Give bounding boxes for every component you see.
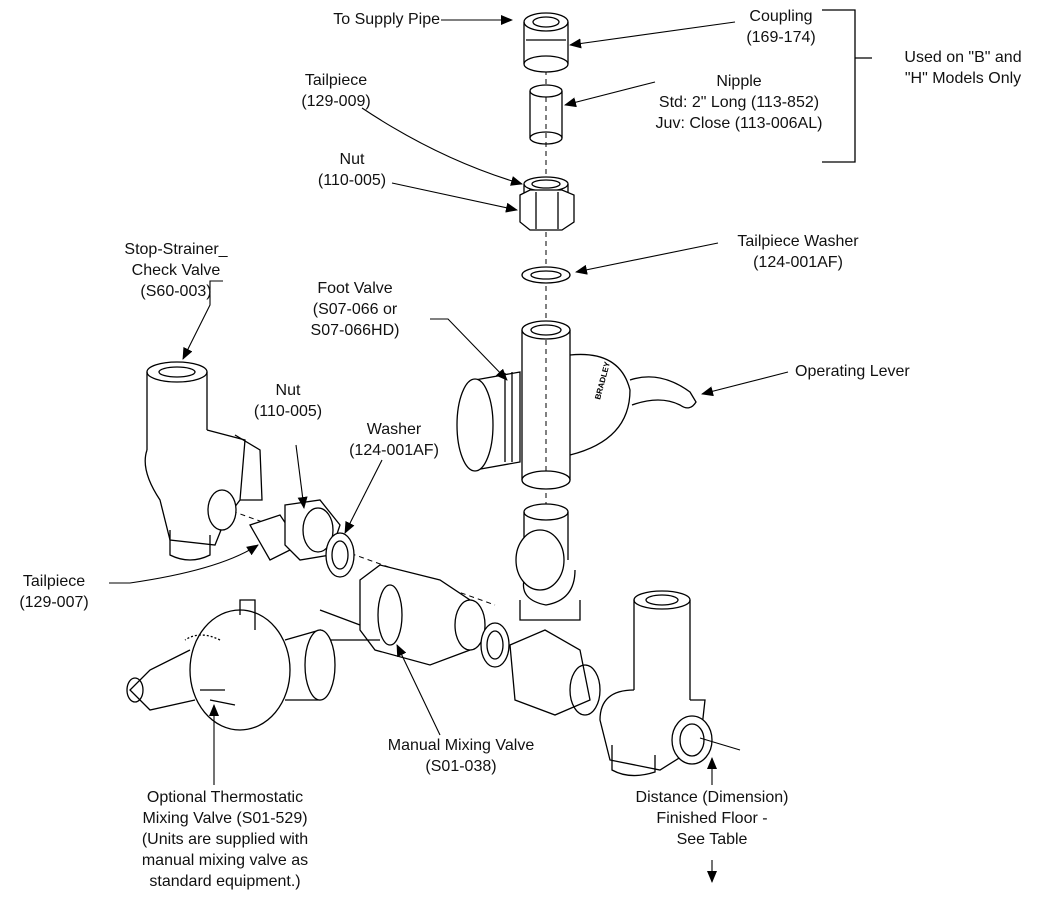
label-line: Stop-Strainer_ <box>124 241 228 258</box>
leader-coupling <box>569 21 736 49</box>
label-foot-valve: Foot Valve (S07-066 or S07-066HD) <box>311 278 400 341</box>
manual-mixing-valve-part <box>319 564 486 666</box>
label-line: Mixing Valve (S01-529) <box>142 810 308 827</box>
label-line: Finished Floor - <box>656 810 768 827</box>
label-used-on-models: Used on "B" and "H" Models Only <box>904 47 1021 89</box>
label-line: (S01-038) <box>425 758 497 775</box>
label-tailpiece-top: Tailpiece (129-009) <box>301 70 370 112</box>
label-line: Juv: Close (113-006AL) <box>655 115 823 132</box>
label-line: (Units are supplied with <box>141 831 309 848</box>
label-line: (110-005) <box>253 403 323 420</box>
tailpiece-washer-part <box>521 266 571 284</box>
leader-washer <box>344 459 383 534</box>
label-coupling: Coupling (169-174) <box>746 6 815 48</box>
label-line: Operating Lever <box>795 363 910 380</box>
lower-union-part <box>509 629 601 716</box>
coupling-part <box>523 12 569 73</box>
label-line: (124-001AF) <box>349 442 439 459</box>
label-line: Optional Thermostatic <box>146 789 304 806</box>
label-thermostatic-valve: Optional Thermostatic Mixing Valve (S01-… <box>142 787 308 892</box>
leader-manual-mixing <box>396 644 441 736</box>
label-line: Distance (Dimension) <box>635 789 789 806</box>
washer-left-part <box>325 532 355 578</box>
brand-mark-text: BRADLEY <box>593 360 612 400</box>
nut-tailpiece-left-part <box>249 499 341 561</box>
label-line: Used on "B" and <box>904 49 1022 66</box>
label-line: Manual Mixing Valve <box>387 737 535 754</box>
stop-strainer-left-part <box>144 361 263 561</box>
label-tailpiece-left: Tailpiece (129-007) <box>19 571 88 613</box>
label-line: Coupling <box>749 8 813 25</box>
label-line: Nipple <box>716 73 762 90</box>
thermostatic-valve-part <box>126 599 336 731</box>
leader-operating-lever <box>701 371 789 397</box>
label-line: Check Valve <box>131 262 221 279</box>
label-line: manual mixing valve as <box>141 852 309 869</box>
label-line: S07-066HD) <box>310 322 400 339</box>
label-line: (129-007) <box>19 594 89 611</box>
label-to-supply-pipe: To Supply Pipe <box>268 9 440 30</box>
nipple-part <box>529 84 563 145</box>
label-distance-floor: Distance (Dimension) Finished Floor - Se… <box>636 787 789 850</box>
label-line: Nut <box>339 151 365 168</box>
leader-nipple <box>564 81 656 108</box>
label-line: Washer <box>366 421 422 438</box>
foot-valve-part <box>456 320 697 490</box>
leader-foot-valve <box>430 318 508 381</box>
label-line: (S07-066 or <box>312 301 398 318</box>
label-nipple: Nipple Std: 2" Long (113-852) Juv: Close… <box>656 71 823 134</box>
label-line: (124-001AF) <box>753 254 843 271</box>
leader-tailpiece-top <box>361 107 523 186</box>
label-line: "H" Models Only <box>904 70 1022 87</box>
models-bracket <box>822 9 872 163</box>
label-line: Foot Valve <box>317 280 393 297</box>
label-line: (110-005) <box>317 172 387 189</box>
tailpiece-nut-top-part <box>519 176 575 231</box>
leader-tailpiece-washer <box>575 242 719 275</box>
label-nut-left: Nut (110-005) <box>254 380 322 422</box>
washer-right-part <box>480 622 510 668</box>
leader-stop-strainer <box>182 280 223 360</box>
leader-nut-left <box>295 444 308 509</box>
label-line: To Supply Pipe <box>333 11 440 28</box>
stop-strainer-right-part <box>599 590 741 777</box>
leader-tailpiece-left <box>109 544 259 584</box>
label-washer: Washer (124-001AF) <box>349 419 439 461</box>
label-nut-top: Nut (110-005) <box>318 149 386 191</box>
label-manual-mixing-valve: Manual Mixing Valve (S01-038) <box>388 735 534 777</box>
label-line: standard equipment.) <box>149 873 301 890</box>
label-line: Tailpiece <box>22 573 86 590</box>
label-line: Nut <box>275 382 301 399</box>
leader-nut-top <box>391 182 518 213</box>
label-line: Tailpiece Washer <box>737 233 859 250</box>
label-line: Std: 2" Long (113-852) <box>658 94 820 111</box>
elbow-fitting-part <box>515 503 581 621</box>
label-line: (169-174) <box>746 29 816 46</box>
label-line: (S60-003) <box>140 283 212 300</box>
label-line: (129-009) <box>301 93 371 110</box>
label-stop-strainer: Stop-Strainer_ Check Valve (S60-003) <box>124 239 227 302</box>
label-line: Tailpiece <box>304 72 368 89</box>
label-tailpiece-washer: Tailpiece Washer (124-001AF) <box>737 231 858 273</box>
label-operating-lever: Operating Lever <box>795 361 910 382</box>
label-line: See Table <box>676 831 748 848</box>
